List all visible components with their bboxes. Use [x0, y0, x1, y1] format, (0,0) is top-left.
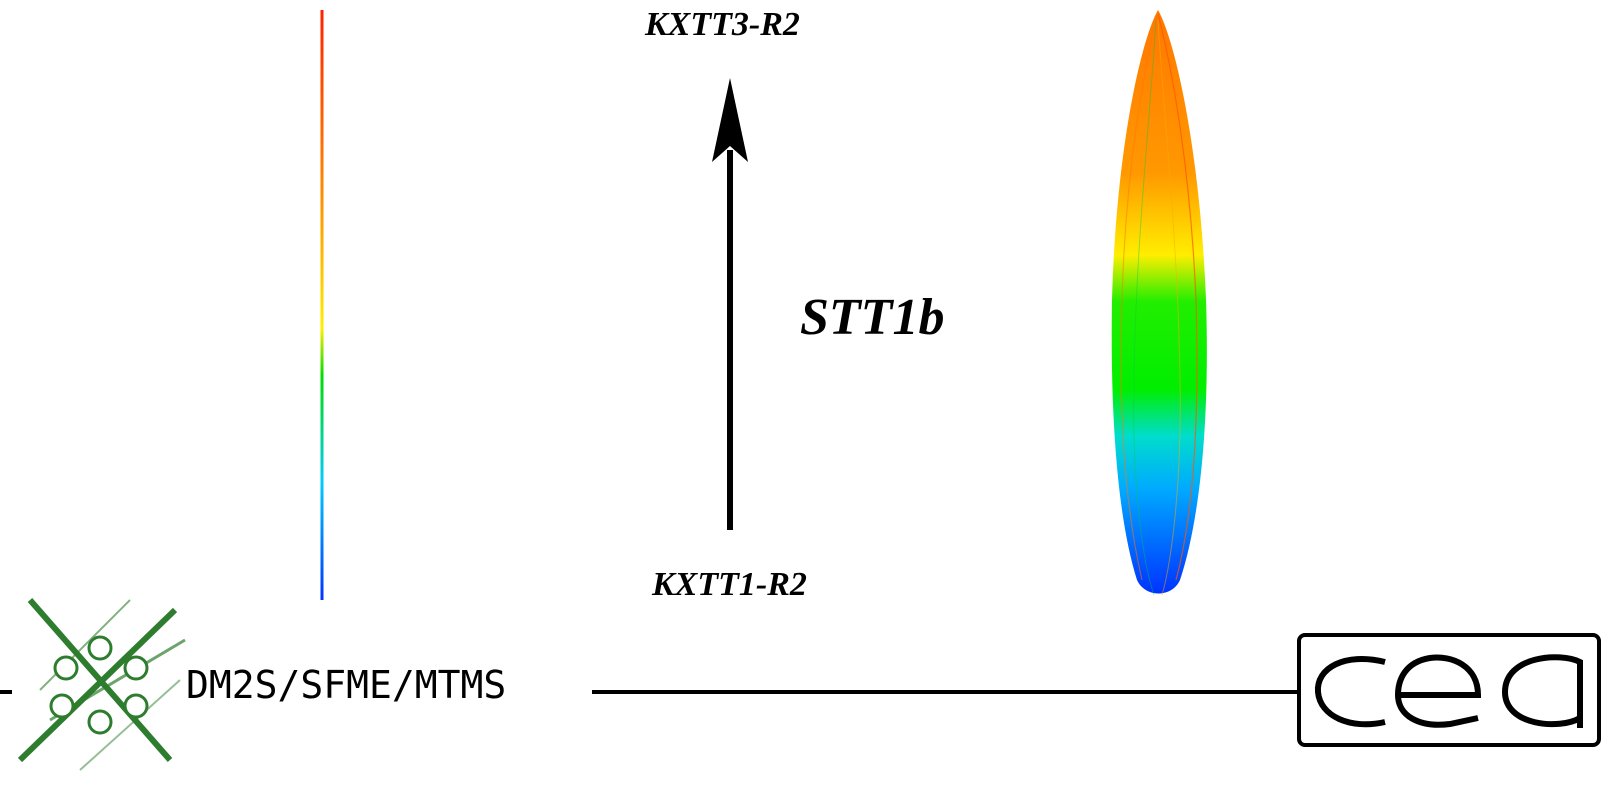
footer-left-tick — [0, 690, 12, 694]
thin-gradient-bar — [320, 10, 324, 600]
transition-label: STT1b — [800, 289, 945, 346]
department-label: DM2S/SFME/MTMS — [186, 663, 507, 707]
footer-rule — [592, 690, 1300, 694]
top-state-label: KXTT3-R2 — [645, 6, 800, 43]
cea-logo-icon — [1297, 633, 1601, 747]
crossed-tubes-logo-icon — [17, 598, 186, 771]
spindle-ensemble-shape — [1111, 10, 1207, 596]
arrow-up-icon — [712, 78, 748, 530]
bottom-state-label: KXTT1-R2 — [652, 566, 807, 603]
